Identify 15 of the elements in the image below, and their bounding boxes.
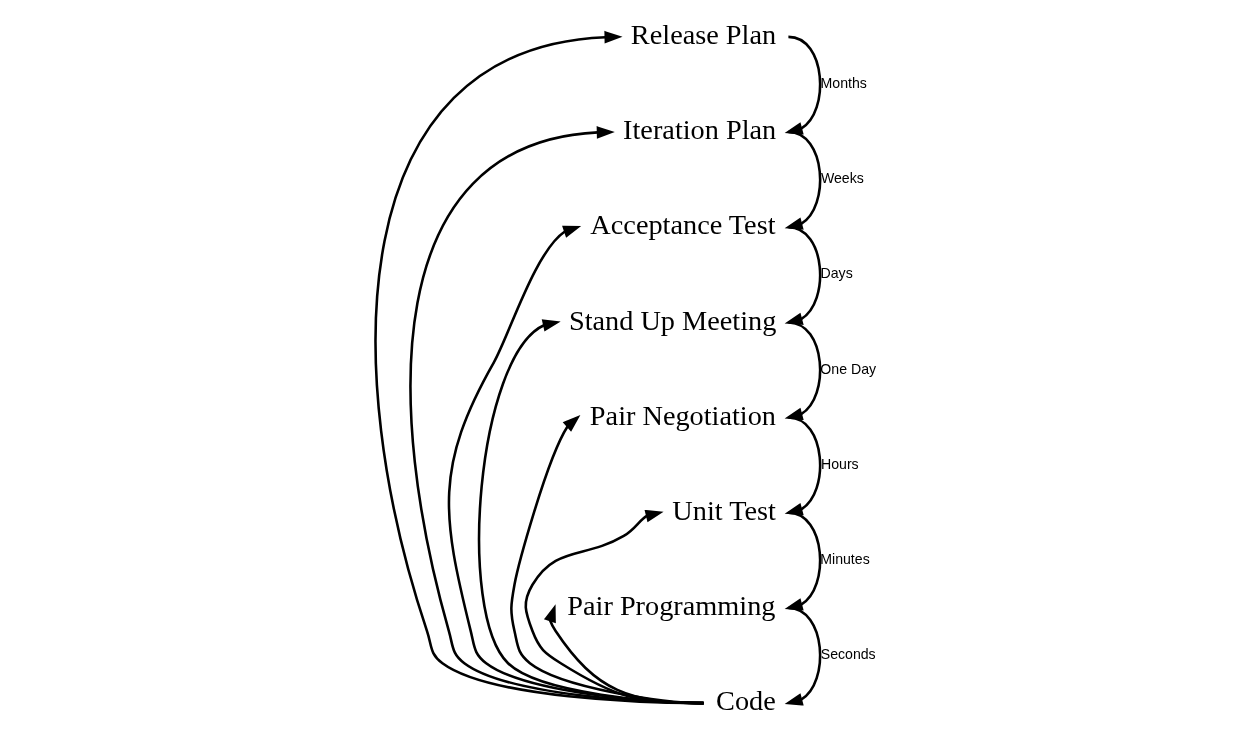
node-text: Acceptance Test — [589, 209, 776, 241]
edge-label: Hours — [820, 455, 859, 472]
edge-label: Months — [820, 75, 867, 92]
node-text: Unit Test — [671, 494, 776, 526]
node-text: Iteration Plan — [622, 114, 776, 146]
node-text: Stand Up Meeting — [568, 304, 776, 336]
edge-label: Seconds — [820, 646, 876, 663]
node-text: Code — [715, 685, 776, 717]
edge-label: Minutes — [819, 550, 870, 567]
edge-label: Days — [820, 265, 853, 282]
edge-label: One Day — [819, 360, 876, 377]
edge-label: Weeks — [820, 170, 864, 187]
node-text: Release Plan — [630, 19, 776, 51]
node-text: Pair Negotiation — [589, 399, 776, 431]
node-text: Pair Programming — [566, 590, 775, 622]
